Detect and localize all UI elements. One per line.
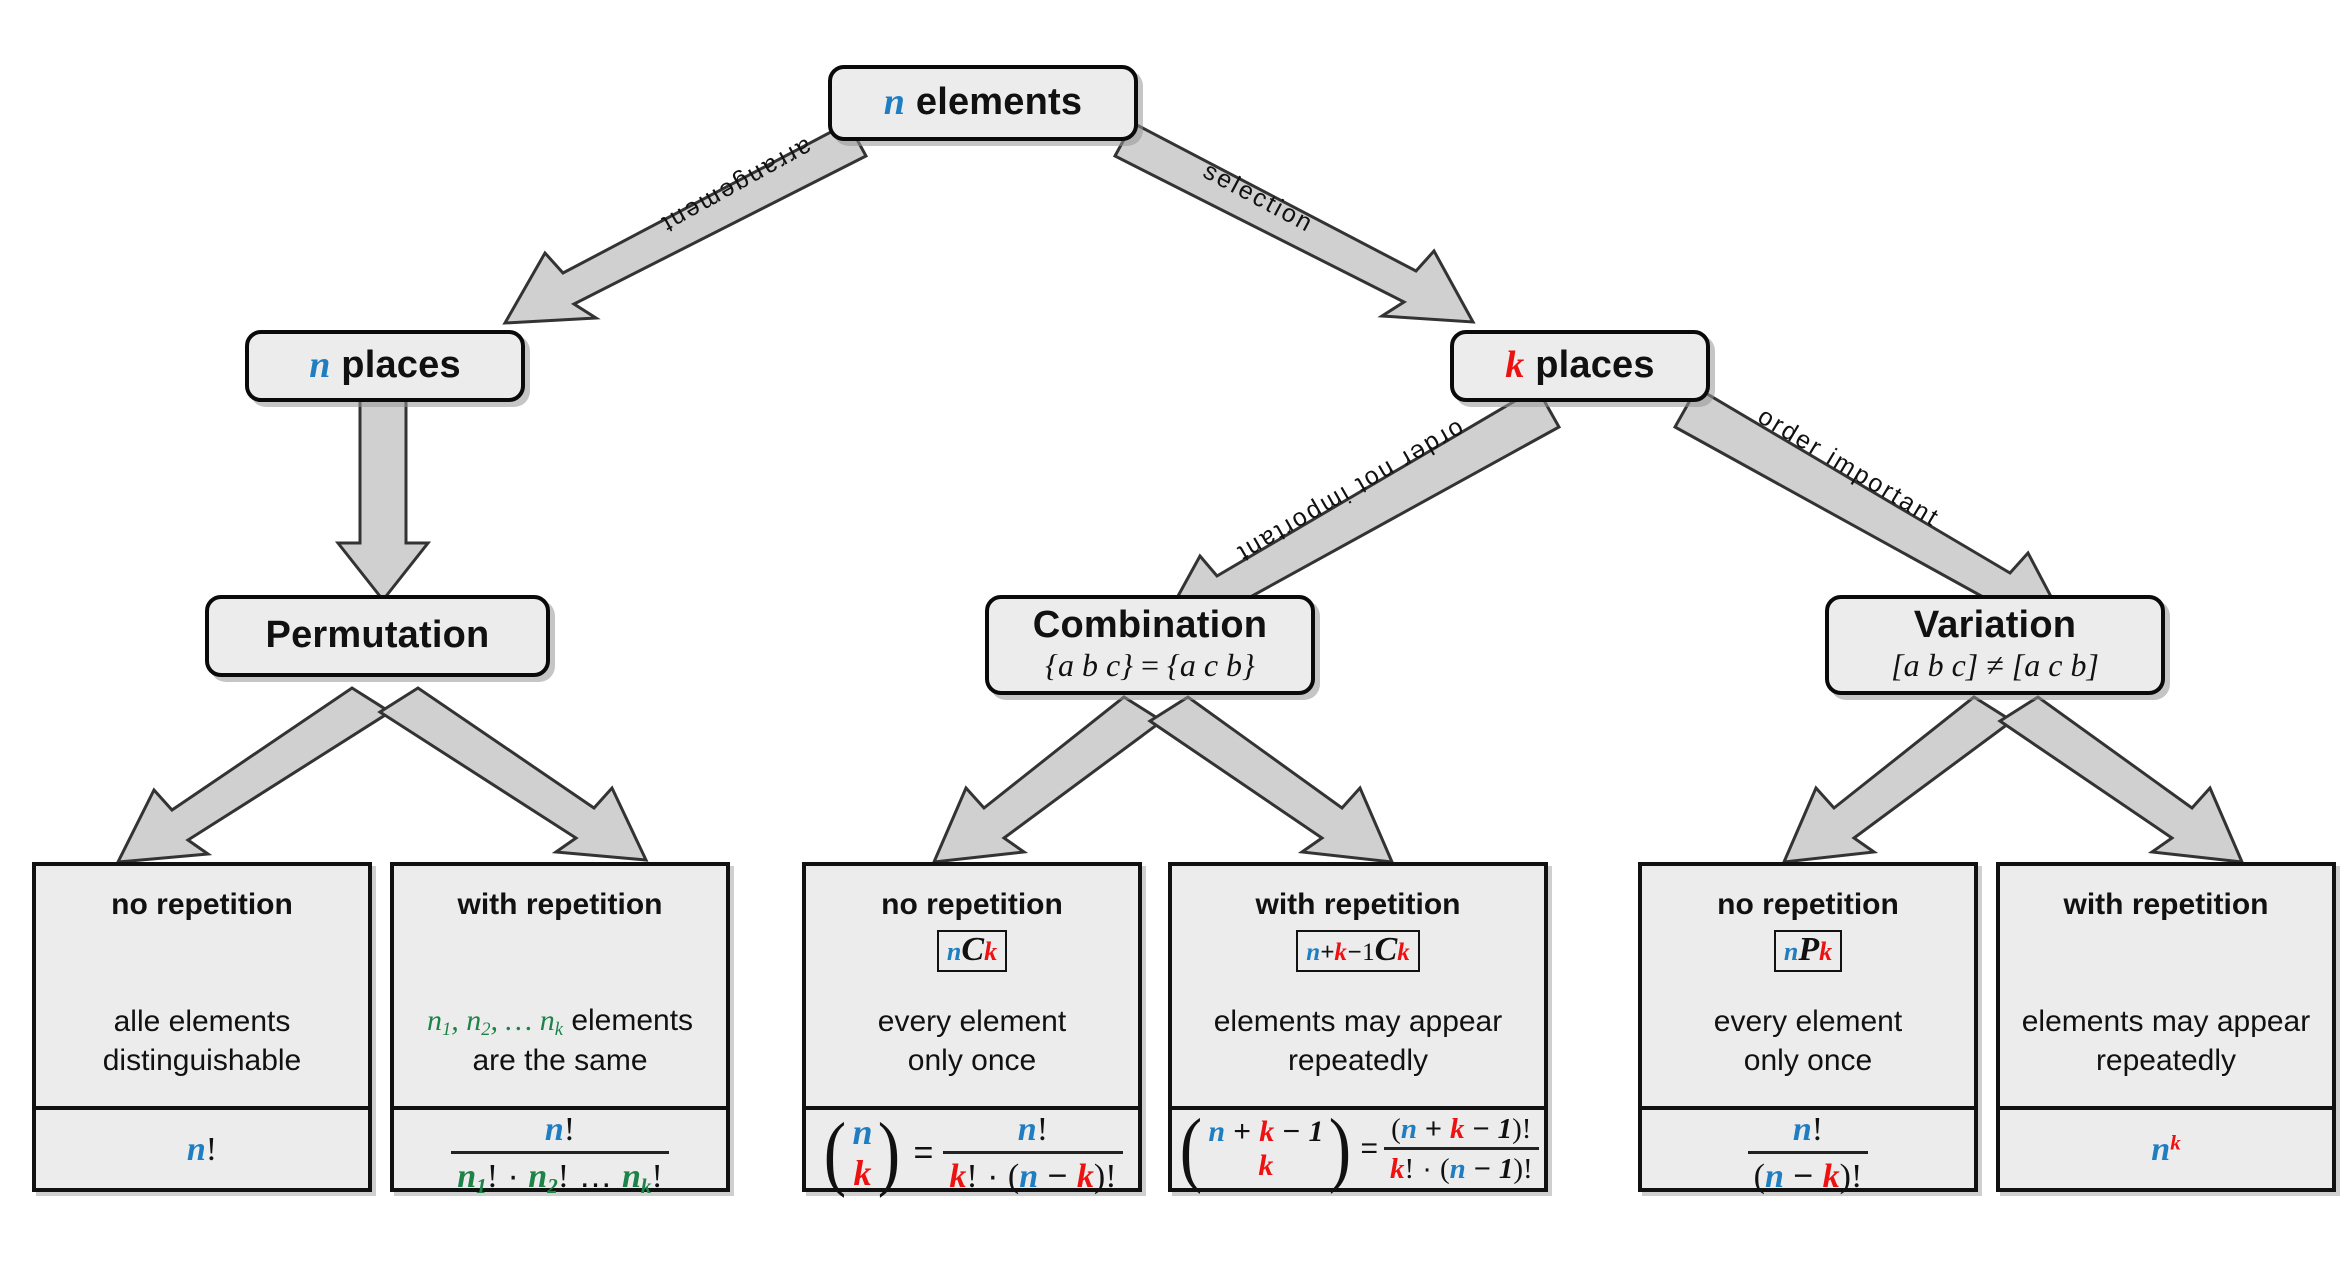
group-vars: n1, n2, … nk (426, 1003, 563, 1040)
leaf-formula-section: n! (36, 1106, 368, 1188)
edge-label-arrangement: arrangement (655, 132, 818, 240)
arrow-k-to-combination (1158, 385, 1562, 629)
leaf-formula-section: nk (2000, 1106, 2332, 1188)
node-n-elements[interactable]: n elements (828, 65, 1138, 141)
node-permutation-title: Permutation (265, 614, 490, 657)
leaf-header: no repetition (111, 888, 293, 921)
leaf-formula-section: n! n1! · n2! … nk! (394, 1106, 726, 1199)
leaf-description: elements may appear repeatedly (2021, 1005, 2311, 1077)
leaf-header: with repetition (2063, 888, 2269, 921)
arrow-n-places-to-permutation (334, 391, 432, 603)
leaf-formula-section: n! (n − k)! (1642, 1106, 1974, 1196)
leaf-header: no repetition (1717, 888, 1899, 921)
arrow-permutation-to-with-rep (377, 686, 649, 862)
leaf-variation-with-repetition[interactable]: with repetition elements may appear repe… (1996, 862, 2336, 1192)
node-combination-subtitle: {a b c} = {a c b} (1045, 647, 1255, 684)
arrow-k-to-variation (1672, 385, 2069, 627)
node-combination-title: Combination (1032, 603, 1268, 646)
node-n-elements-label: n elements (883, 81, 1083, 124)
var-k: k (1505, 344, 1525, 387)
leaf-notation: nCk (936, 930, 1008, 972)
leaf-variation-no-repetition[interactable]: no repetition nPk every element only onc… (1638, 862, 1978, 1195)
leaf-combination-with-repetition[interactable]: with repetition n+k−1Ck elements may app… (1168, 862, 1548, 1192)
leaf-header: no repetition (881, 888, 1063, 921)
var-n: n (883, 81, 906, 124)
node-variation[interactable]: Variation [a b c] ≠ [a c b] (1825, 595, 2165, 695)
leaf-top-section: no repetition nPk every element only onc… (1642, 866, 1974, 1106)
leaf-top-section: with repetition n1, n2, … nk elements ar… (394, 866, 726, 1106)
node-n-places[interactable]: n places (245, 330, 525, 402)
leaf-top-section: no repetition alle elements distinguisha… (36, 866, 368, 1106)
arrow-combination-to-no-rep (931, 695, 1165, 864)
leaf-top-section: no repetition nCk every element only onc… (806, 866, 1138, 1106)
node-variation-title: Variation (1913, 603, 2077, 646)
node-k-places[interactable]: k places (1450, 330, 1710, 402)
arrow-variation-to-no-rep (1781, 695, 2015, 864)
leaf-header: with repetition (457, 888, 663, 921)
edge-label-order-not-important: order not important (1231, 414, 1470, 569)
leaf-description: elements may appear repeatedly (1213, 1005, 1503, 1077)
root-text (905, 81, 916, 123)
leaf-top-section: with repetition n+k−1Ck elements may app… (1172, 866, 1544, 1106)
node-k-places-label: k places (1505, 344, 1655, 387)
leaf-combination-no-repetition[interactable]: no repetition nCk every element only onc… (802, 862, 1142, 1195)
edge-label-selection: selection (1198, 156, 1319, 239)
leaf-top-section: with repetition elements may appear repe… (2000, 866, 2332, 1106)
leaf-formula: n! n1! · n2! … nk! (451, 1110, 669, 1199)
var-n: n (309, 344, 331, 387)
node-n-places-label: n places (309, 344, 461, 387)
arrow-permutation-to-no-rep (115, 686, 393, 864)
leaf-description: alle elements distinguishable (102, 1005, 302, 1077)
leaf-description: n1, n2, … nk elements are the same (426, 1003, 694, 1077)
leaf-permutation-with-repetition[interactable]: with repetition n1, n2, … nk elements ar… (390, 862, 730, 1198)
edge-label-order-important: order important (1753, 402, 1945, 533)
leaf-formula: n! (n − k)! (1747, 1110, 1869, 1196)
node-variation-subtitle: [a b c] ≠ [a c b] (1891, 647, 2099, 684)
arrow-combination-to-with-rep (1147, 695, 1395, 864)
node-combination[interactable]: Combination {a b c} = {a c b} (985, 595, 1315, 695)
leaf-notation: nPk (1773, 930, 1843, 972)
leaf-notation: n+k−1Ck (1296, 930, 1420, 972)
leaf-description: every element only once (1713, 1005, 1903, 1077)
arrow-variation-to-with-rep (1997, 695, 2245, 864)
leaf-formula: nk (2151, 1129, 2181, 1168)
leaf-description: every element only once (877, 1005, 1067, 1077)
leaf-formula: n! (186, 1130, 218, 1168)
leaf-permutation-no-repetition[interactable]: no repetition alle elements distinguisha… (32, 862, 372, 1192)
leaf-header: with repetition (1255, 888, 1461, 921)
node-permutation[interactable]: Permutation (205, 595, 550, 677)
